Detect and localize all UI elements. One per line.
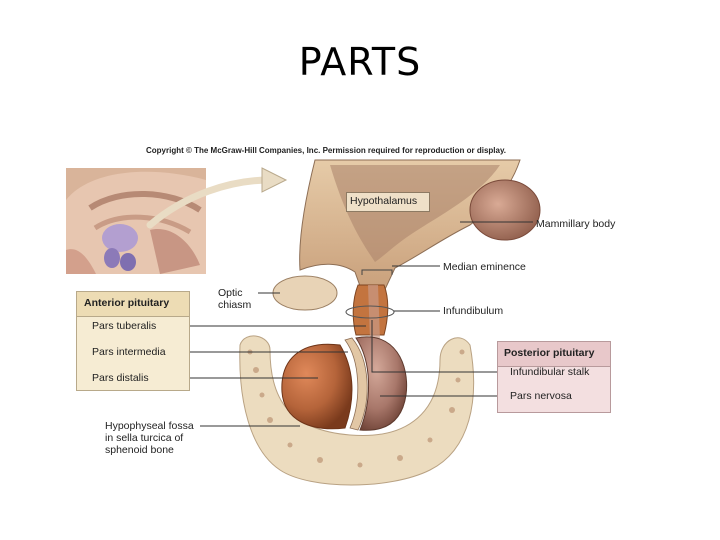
anterior-pituitary-box [76,291,190,391]
pars-distalis-label: Pars distalis [92,372,149,384]
hypothalamus-label: Hypothalamus [350,195,418,207]
posterior-pituitary-header [498,342,610,367]
posterior-pituitary-box [497,341,611,413]
anterior-lobe-shape [281,343,353,430]
pars-tuberalis-label: Pars tuberalis [92,320,157,332]
infundibulum-label: Infundibulum [443,305,504,317]
pars-intermedia-label: Pars intermedia [92,346,166,358]
anterior-pituitary-heading: Anterior pituitary [84,297,170,309]
hypophyseal-fossa-label-line1: Hypophyseal fossa [105,420,194,432]
infundibular-stalk-label: Infundibular stalk [510,366,590,378]
hypophyseal-fossa-label-line2: in sella turcica of [105,432,184,444]
optic-chiasm-label-line2: chiasm [218,299,252,311]
posterior-pituitary-heading: Posterior pituitary [504,347,595,359]
pars-nervosa-label: Pars nervosa [510,390,572,402]
hypophyseal-fossa-label-line3: sphenoid bone [105,444,174,456]
posterior-lobe-shape [355,336,408,431]
mammillary-body-shape [469,179,541,241]
anterior-pituitary-header [77,292,189,317]
optic-chiasm-shape [272,275,338,311]
hypothalamus-label-box [346,192,430,212]
brain-sagittal-inset [66,168,206,274]
optic-chiasm-label-line1: Optic [218,287,243,299]
slide-title: PARTS [298,40,422,84]
sella-turcica-bone [239,335,475,486]
mammillary-body-label: Mammillary body [536,218,616,230]
copyright-notice: Copyright © The McGraw-Hill Companies, I… [146,146,507,155]
median-eminence-label: Median eminence [443,261,526,273]
